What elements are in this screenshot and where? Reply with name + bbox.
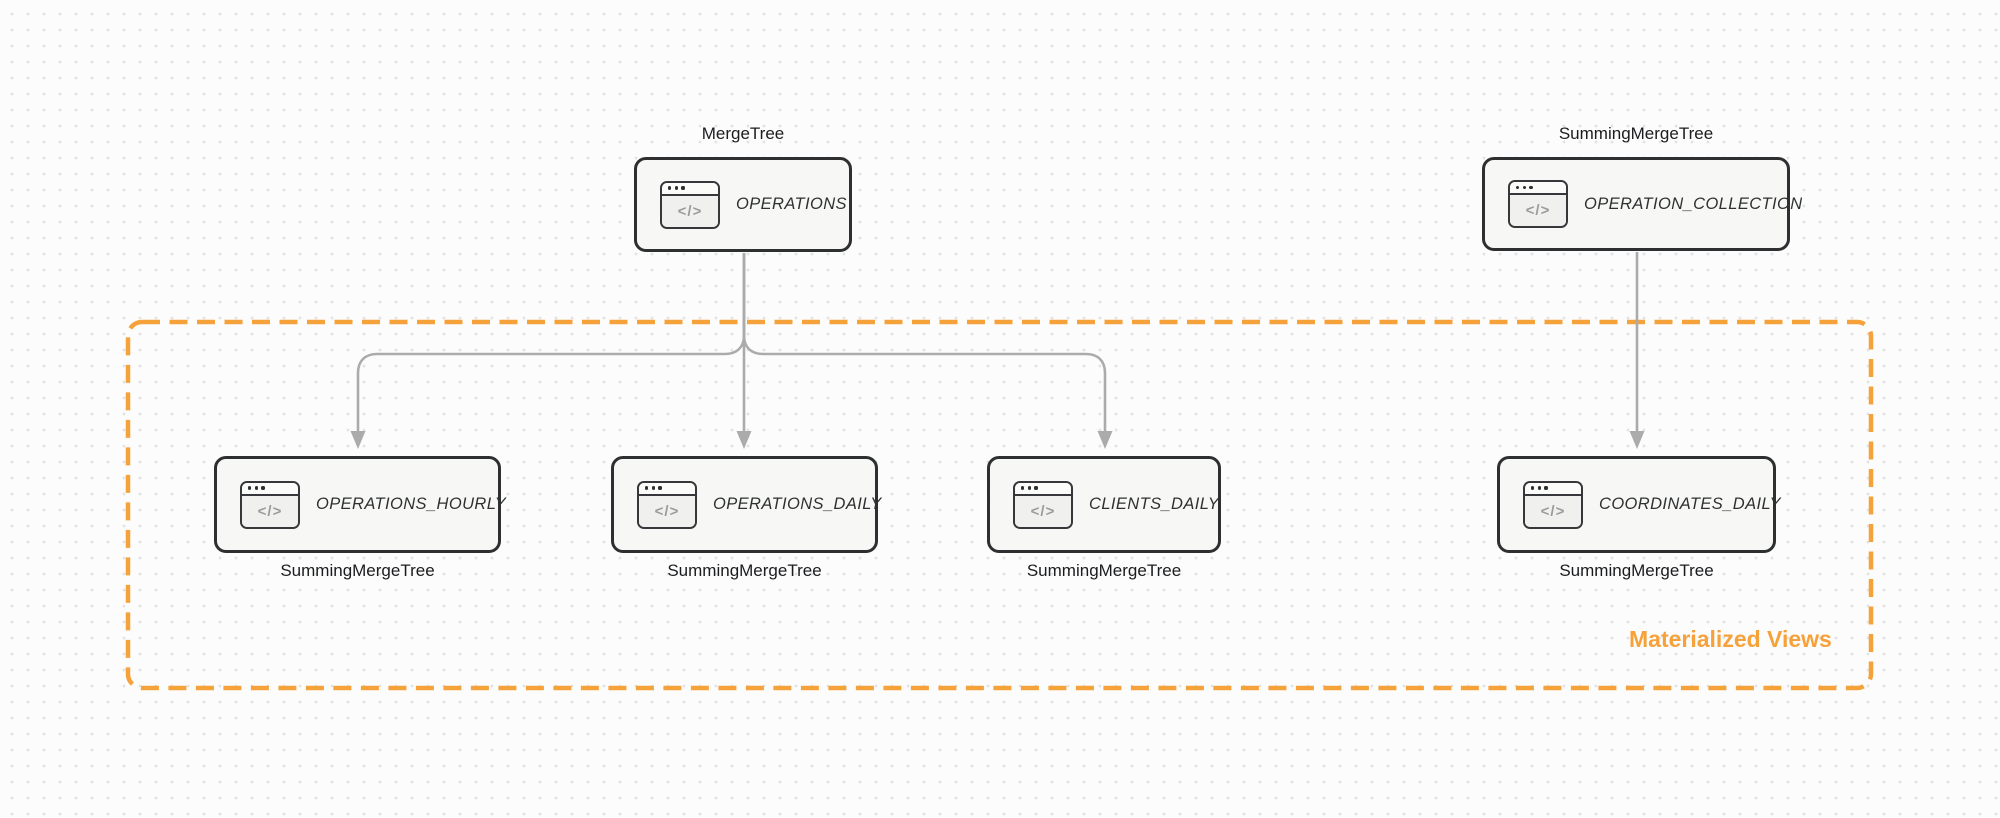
node-clients-daily[interactable]: </> CLIENTS_DAILY bbox=[987, 456, 1221, 553]
code-window-icon: </> bbox=[1523, 480, 1583, 529]
code-glyph: </> bbox=[1510, 195, 1566, 226]
materialized-views-group-border bbox=[125, 319, 1874, 691]
window-dot bbox=[681, 186, 685, 190]
window-dot bbox=[1027, 486, 1031, 490]
code-glyph: </> bbox=[1525, 495, 1581, 527]
engine-label-operations: MergeTree bbox=[701, 124, 785, 143]
code-window-icon: </> bbox=[637, 480, 697, 529]
window-titlebar bbox=[242, 482, 298, 496]
materialized-views-label: Materialized Views bbox=[1629, 626, 1832, 652]
window-dot bbox=[1516, 185, 1520, 190]
engine-label-operations-daily: SummingMergeTree bbox=[667, 561, 822, 580]
engine-label-coordinates-daily: SummingMergeTree bbox=[1559, 561, 1714, 580]
engine-label-operation-collection: SummingMergeTree bbox=[1558, 124, 1714, 143]
node-operations-hourly[interactable]: </> OPERATIONS_HOURLY bbox=[214, 456, 506, 553]
arrowhead-operations-daily bbox=[736, 431, 752, 449]
window-dot bbox=[674, 186, 678, 190]
window-dot bbox=[261, 486, 265, 490]
edge-operations-to-clients-daily bbox=[742, 253, 1107, 432]
code-window-icon: </> bbox=[660, 180, 720, 229]
node-operations[interactable]: </> OPERATIONS bbox=[634, 157, 852, 252]
window-dot bbox=[1034, 486, 1038, 490]
window-dot bbox=[248, 486, 252, 490]
node-coordinates-daily[interactable]: </> COORDINATES_DAILY bbox=[1497, 456, 1781, 553]
code-window-icon: </> bbox=[240, 480, 300, 529]
window-dot bbox=[1021, 486, 1025, 490]
window-titlebar bbox=[639, 482, 695, 496]
arrowhead-operations-hourly bbox=[350, 431, 366, 449]
window-dot bbox=[1544, 486, 1548, 490]
code-glyph: </> bbox=[639, 495, 695, 527]
node-label: OPERATIONS bbox=[736, 195, 847, 213]
code-glyph: </> bbox=[1015, 495, 1071, 527]
arrowhead-clients-daily bbox=[1097, 431, 1113, 449]
engine-label-clients-daily: SummingMergeTree bbox=[1026, 561, 1182, 580]
node-label: OPERATIONS_DAILY bbox=[713, 495, 882, 513]
code-window-icon: </> bbox=[1013, 480, 1073, 529]
window-dot bbox=[668, 186, 672, 190]
node-label: OPERATION_COLLECTION bbox=[1584, 194, 1803, 213]
edge-operations-to-operations-hourly bbox=[356, 253, 746, 432]
node-label: OPERATIONS_HOURLY bbox=[316, 495, 507, 513]
arrowhead-coordinates-daily bbox=[1629, 431, 1645, 449]
code-glyph: </> bbox=[242, 495, 298, 527]
node-label: COORDINATES_DAILY bbox=[1599, 495, 1781, 513]
window-dot bbox=[1537, 486, 1541, 490]
window-titlebar bbox=[662, 182, 718, 196]
window-dot bbox=[254, 486, 258, 490]
window-dot bbox=[1531, 486, 1535, 490]
window-titlebar bbox=[1510, 182, 1566, 195]
window-dot bbox=[645, 486, 649, 490]
window-titlebar bbox=[1525, 482, 1581, 496]
code-glyph: </> bbox=[662, 195, 718, 227]
window-titlebar bbox=[1015, 482, 1071, 496]
node-operation-collection[interactable]: </> OPERATION_COLLECTION bbox=[1482, 157, 1802, 251]
window-dot bbox=[1522, 185, 1526, 190]
code-window-icon: </> bbox=[1508, 180, 1568, 228]
engine-label-operations-hourly: SummingMergeTree bbox=[280, 561, 435, 580]
window-dot bbox=[651, 486, 655, 490]
window-dot bbox=[1529, 185, 1533, 190]
node-label: CLIENTS_DAILY bbox=[1089, 495, 1220, 513]
window-dot bbox=[658, 486, 662, 490]
node-operations-daily[interactable]: </> OPERATIONS_DAILY bbox=[611, 456, 881, 553]
